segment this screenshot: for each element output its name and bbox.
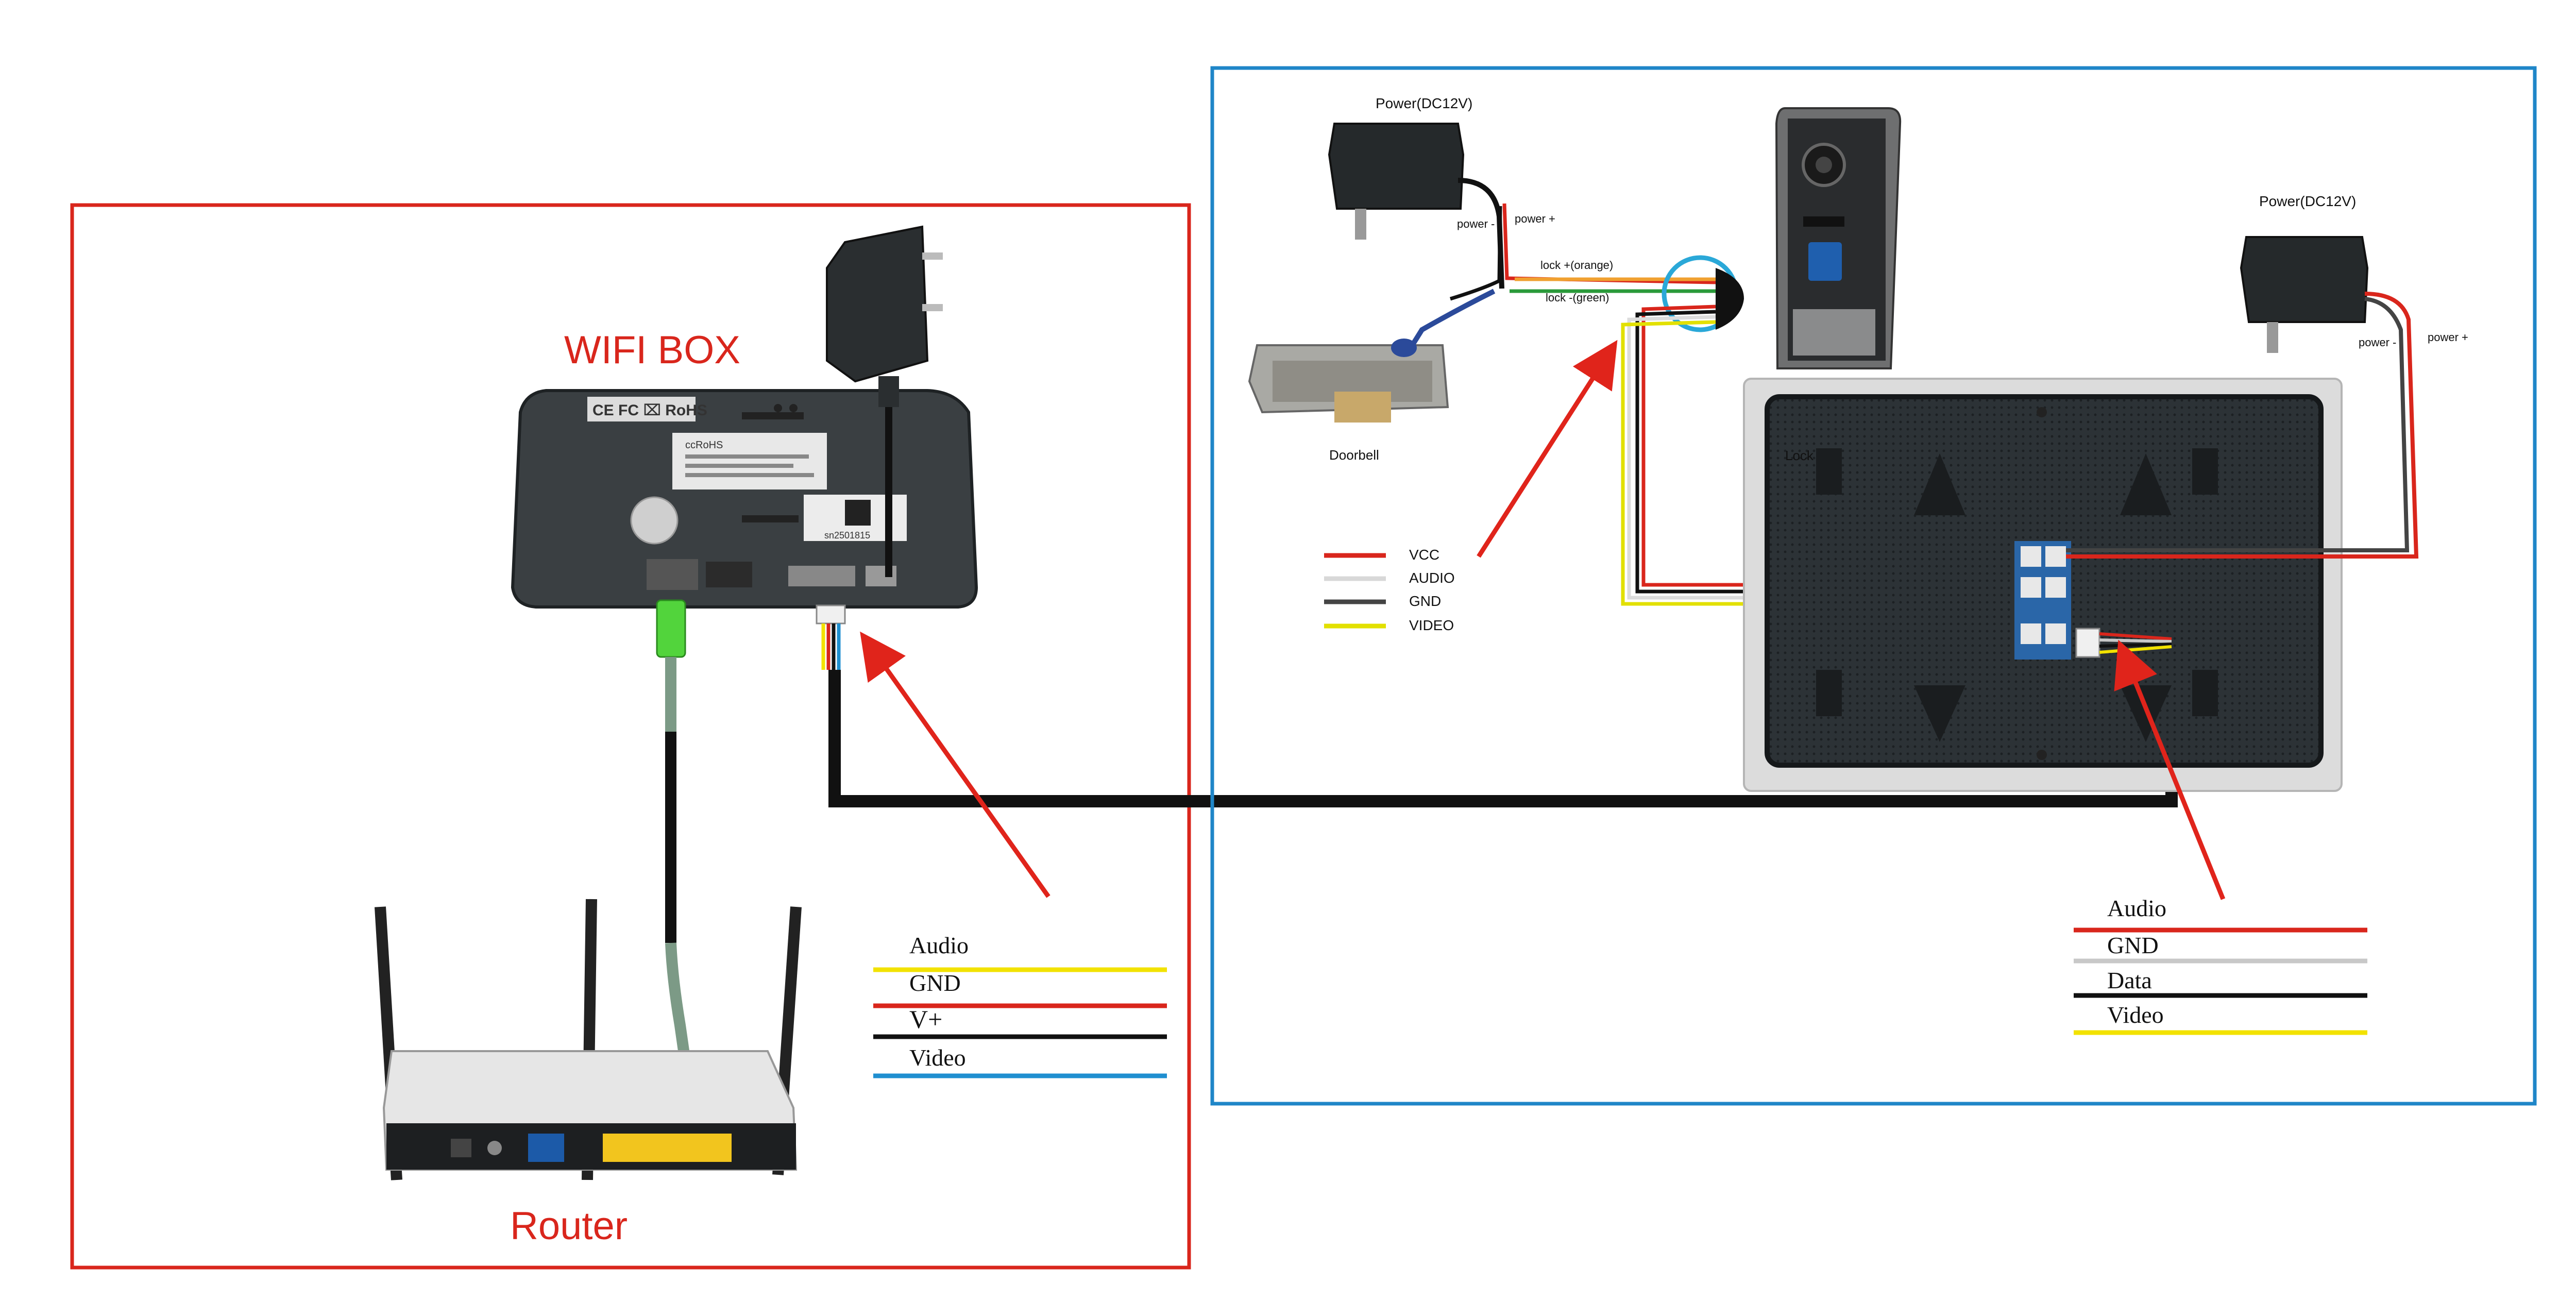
legend-label: AUDIO	[1409, 570, 1455, 586]
doorbell-wires	[1406, 203, 1716, 352]
left-legend-label: Audio	[909, 932, 969, 958]
pointer-arrow-middle	[1477, 340, 1618, 558]
indoor-monitor	[1743, 378, 2343, 792]
wifi-box-title: WIFI BOX	[564, 328, 740, 372]
right-legend-bottom: Audio GND Data Video	[2074, 895, 2367, 1035]
router-device	[375, 899, 802, 1180]
pointer-arrow-right	[2114, 639, 2226, 900]
power-adapter-top	[1328, 123, 1504, 289]
left-legend-label: V+	[909, 1005, 942, 1034]
power-top-label: Power(DC12V)	[1376, 95, 1472, 111]
legend-label: Video	[2107, 1002, 2164, 1028]
device-serial: sn2501815	[824, 530, 870, 541]
legend-label: GND	[1409, 593, 1441, 609]
power-adapter-eu	[826, 225, 943, 577]
wifi-box-frame	[70, 203, 1191, 1270]
pointer-arrow-left	[860, 631, 1050, 898]
left-legend-label: GND	[909, 970, 961, 996]
doorbell-label: Doorbell	[1329, 447, 1379, 463]
legend-label: Data	[2107, 967, 2152, 993]
router-title: Router	[510, 1204, 628, 1248]
outdoor-camera-station	[1775, 107, 1902, 369]
wire-label-lock-minus: lock -(green)	[1546, 291, 1609, 304]
intercom-frame	[1210, 66, 2537, 1106]
left-legend-label: Video	[909, 1044, 966, 1071]
cert-marks: CE FC ⌧ RoHS	[592, 402, 707, 419]
right-legend-left: VCC AUDIO GND VIDEO	[1324, 547, 1455, 633]
power-adapter-right	[2066, 236, 2419, 559]
wire-label-lock-plus: lock +(orange)	[1540, 259, 1613, 272]
wire-label-power-plus-right: power +	[2428, 331, 2468, 344]
wire-label-power-plus-left: power +	[1515, 212, 1555, 225]
legend-label: VIDEO	[1409, 617, 1454, 633]
left-legend: Audio GND V+ Video	[873, 932, 1167, 1078]
legend-label: GND	[2107, 932, 2159, 958]
power-right-label: Power(DC12V)	[2259, 193, 2356, 209]
ethernet-cable	[656, 599, 702, 1129]
wire-label-power-minus-left: power -	[1457, 217, 1495, 230]
electric-lock-device	[1248, 339, 1449, 423]
lock-label: Lock	[1785, 448, 1814, 463]
legend-label: VCC	[1409, 547, 1439, 563]
camera-connector	[1716, 268, 1744, 330]
legend-label: Audio	[2107, 895, 2166, 921]
wire-label-power-minus-right: power -	[2359, 336, 2396, 349]
device-label-title: ccRoHS	[685, 440, 723, 451]
wifi-box-device: CE FC ⌧ RoHS ccRoHS sn2501815	[511, 389, 978, 609]
